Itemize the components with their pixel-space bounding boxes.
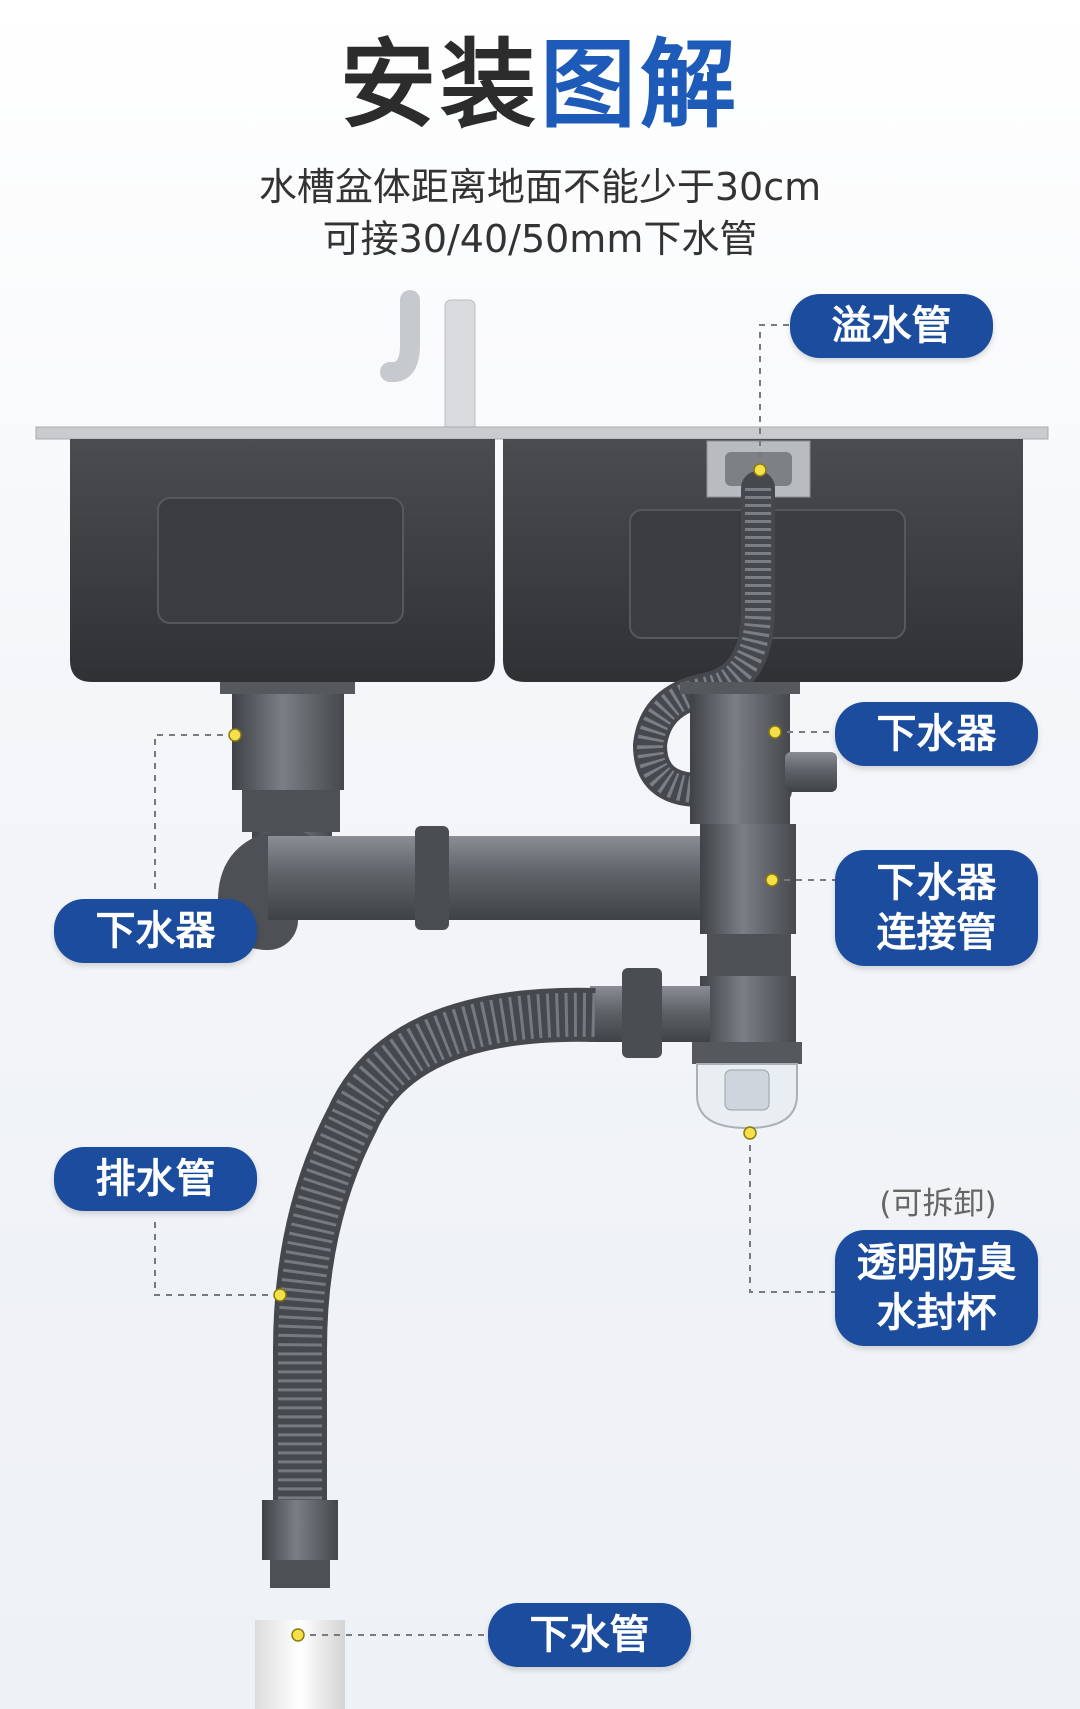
page-title: 安装图解 [0,28,1080,143]
dot-trap [743,1126,757,1140]
label-left-drain-text: 下水器 [95,908,216,954]
label-left-drain: 下水器 [54,899,257,963]
dot-connector [765,873,779,887]
dot-overflow [753,463,767,477]
drain-hose [262,987,596,1588]
label-trap-line1: 透明防臭 [856,1240,1017,1286]
trap-assembly [590,968,802,1130]
label-connector-pipe: 下水器连接管 [835,850,1038,966]
label-overflow-pipe-text: 溢水管 [831,303,952,349]
dot-left-drain [228,728,242,742]
right-drain-body [680,682,837,824]
left-basin [70,439,495,682]
subtitle-line-1: 水槽盆体距离地面不能少于30cm [258,165,822,209]
label-drain-hose: 排水管 [54,1147,257,1211]
dot-right-drain [768,725,782,739]
title-part-2: 图解 [540,29,740,141]
label-connector-line2: 连接管 [876,910,997,956]
dot-sewer [291,1628,305,1642]
pointer-overflow [759,324,790,470]
sink-rim [35,426,1049,440]
pointer-dots [228,463,782,1642]
label-overflow-pipe: 溢水管 [790,294,993,358]
overflow-hose [632,471,792,807]
label-sewer-pipe-text: 下水管 [529,1612,650,1658]
subtitle-line-2: 可接30/40/50mm下水管 [322,217,758,261]
label-right-drain-text: 下水器 [876,711,997,757]
connector-pipe [217,824,796,976]
pointer-trap [749,1133,835,1293]
pointer-left-drain [154,734,235,895]
label-trap-line2: 水封杯 [876,1290,997,1336]
pointer-lines [154,324,835,1636]
pointer-drain-hose [154,1220,280,1296]
label-drain-hose-text: 排水管 [95,1156,216,1202]
label-right-drain: 下水器 [835,702,1038,766]
dot-drain-hose [273,1288,287,1302]
label-water-seal-cup: 透明防臭水封杯 [835,1230,1038,1346]
title-part-1: 安装 [340,29,540,141]
detachable-note: (可拆卸) [879,1186,997,1222]
label-sewer-pipe: 下水管 [488,1603,691,1667]
label-connector-line1: 下水器 [876,860,997,906]
